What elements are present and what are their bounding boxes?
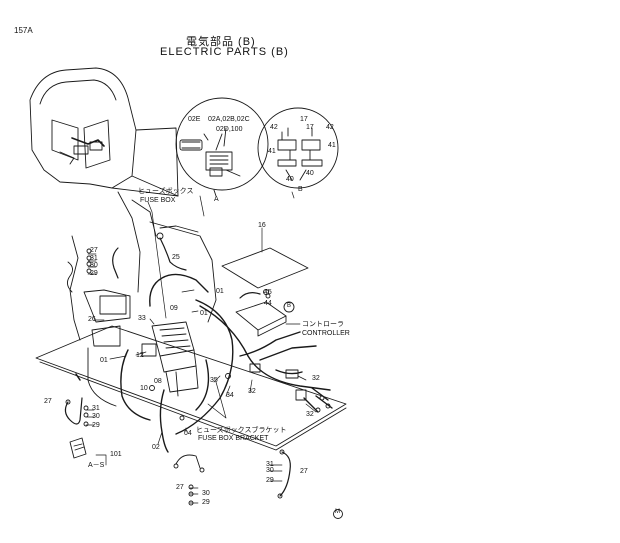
part-44-label: 44 — [264, 300, 272, 307]
part-01-a-label: 01 — [216, 288, 224, 295]
page-title-japanese: 電気部品 (B) — [186, 36, 256, 48]
part-30-mid-label: 30 — [92, 413, 100, 420]
fuse-box-label-jp: ヒューズボックス — [138, 188, 194, 195]
part-30-right-label: 30 — [266, 467, 274, 474]
part-101-label: 101 — [110, 451, 122, 458]
fuse-box-bracket-label-jp: ヒューズボックスブラケット — [196, 427, 287, 434]
part-40-right-label: 40 — [306, 170, 314, 177]
part-29-mid-label: 29 — [92, 422, 100, 429]
part-29-right-label: 29 — [266, 477, 274, 484]
part-02a-label: 02A,02B,02C — [208, 116, 250, 123]
wire-25-top — [113, 233, 186, 278]
marker-circle — [334, 510, 343, 519]
part-27-mid-label: 27 — [44, 398, 52, 405]
console-frame — [67, 192, 216, 406]
part-31-mid-label: 31 — [92, 405, 100, 412]
part-02d-label: 02D,100 — [216, 126, 243, 133]
part-30-top-label: 30 — [90, 262, 98, 269]
controller-label: CONTROLLER — [302, 330, 350, 337]
connector-group-32 — [250, 364, 330, 412]
part-30-bot-label: 30 — [202, 490, 210, 497]
part-01-b-label: 01 — [200, 310, 208, 317]
part-42-right-label: 42 — [326, 124, 334, 131]
page-code: 157A — [14, 26, 33, 35]
connector-101 — [70, 438, 86, 458]
wire-harness — [121, 274, 332, 452]
part-40-left-label: 40 — [286, 176, 294, 183]
part-10-label: 10 — [140, 385, 148, 392]
wire-27-left — [65, 398, 82, 424]
part-29-top-label: 29 — [90, 270, 98, 277]
detail-b-label: B — [298, 186, 303, 193]
page-title: ELECTRIC PARTS (B) — [160, 46, 289, 58]
part-31-top-label: 31 — [90, 255, 98, 262]
part-27-bot-label: 27 — [176, 484, 184, 491]
part-32-a-label: 32 — [248, 388, 256, 395]
fasteners — [84, 249, 270, 505]
detail-a-view — [176, 98, 268, 196]
part-41-right-label: 41 — [328, 142, 336, 149]
part-01-c-label: 01 — [100, 357, 108, 364]
part-42-left-label: 42 — [270, 124, 278, 131]
part-31-right-label: 31 — [266, 461, 274, 468]
part-17-a-label: 17 — [300, 116, 308, 123]
marker-letter: M — [335, 509, 340, 515]
part-32-c-label: 32 — [306, 411, 314, 418]
part-34-label: 34 — [226, 392, 234, 399]
sheet-16 — [222, 248, 308, 288]
fuse-box-label: FUSE BOX — [140, 197, 176, 204]
part-17-b-label: 17 — [306, 124, 314, 131]
controller-label-jp: コントローラ — [302, 321, 344, 328]
part-45-label: 45 — [264, 289, 272, 296]
part-09-label: 09 — [170, 305, 178, 312]
excavator-cab-thumbnail — [30, 68, 178, 196]
part-27-top-label: 27 — [90, 247, 98, 254]
part-02e-label: 02E — [188, 116, 201, 123]
part-35-label: 35 — [210, 377, 218, 384]
part-08-label: 08 — [154, 378, 162, 385]
leader-lines — [86, 192, 316, 503]
controller — [236, 290, 294, 337]
part-41-left-label: 41 — [268, 148, 276, 155]
detail-b-view — [258, 108, 338, 188]
fuse-box-bracket-label: FUSE BOX BRACKET — [198, 435, 269, 442]
part-02-label: 02 — [152, 444, 160, 451]
a-s-label: A－S — [88, 462, 105, 469]
part-26-label: 26 — [88, 316, 96, 323]
fuse-box — [142, 322, 198, 396]
wire-27-right — [278, 450, 290, 498]
part-27-right-label: 27 — [300, 468, 308, 475]
part-25-label: 25 — [172, 254, 180, 261]
detail-a-label: A — [214, 196, 219, 203]
part-32-b-label: 32 — [312, 375, 320, 382]
ref-b-label: B — [287, 303, 292, 309]
floor-plate — [36, 326, 346, 450]
part-04-label: 04 — [184, 430, 192, 437]
part-16-label: 16 — [258, 222, 266, 229]
wire-strand-02 — [174, 455, 204, 472]
part-33-label: 33 — [138, 315, 146, 322]
part-29-bot-label: 29 — [202, 499, 210, 506]
part-12-label: 12 — [136, 352, 144, 359]
